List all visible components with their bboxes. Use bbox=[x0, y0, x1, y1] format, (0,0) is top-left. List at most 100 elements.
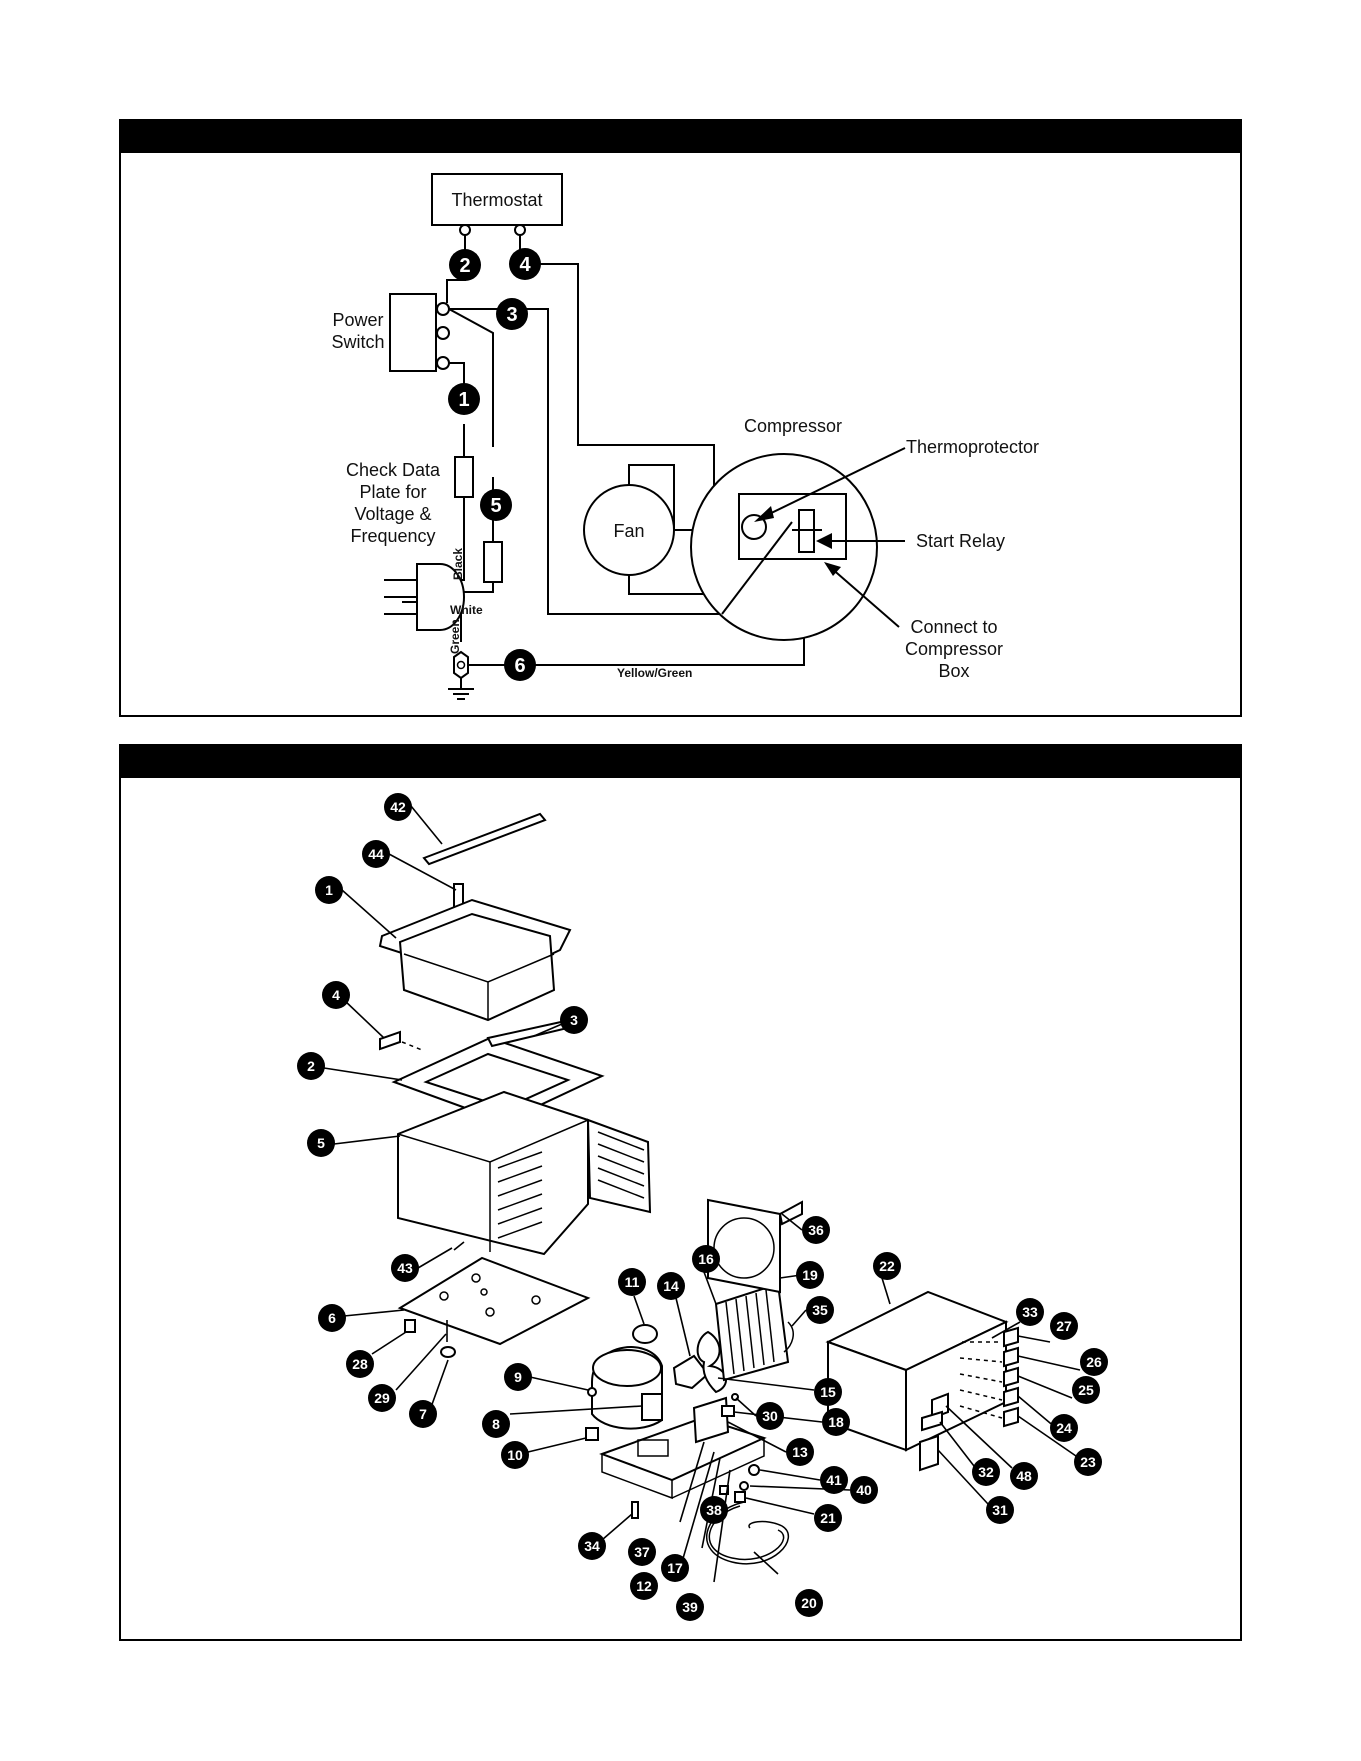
part-35-coil bbox=[783, 1321, 794, 1353]
svg-text:18: 18 bbox=[828, 1414, 844, 1430]
check-data-label-line2: Plate for bbox=[359, 482, 426, 502]
svg-text:42: 42 bbox=[390, 799, 406, 815]
power-plug bbox=[416, 563, 465, 631]
svg-text:5: 5 bbox=[317, 1135, 325, 1151]
svg-text:19: 19 bbox=[802, 1267, 818, 1283]
part-callout-9: 9 bbox=[504, 1363, 532, 1391]
part-callout-2: 2 bbox=[297, 1052, 325, 1080]
part-15-fan-blade bbox=[696, 1330, 727, 1394]
svg-text:30: 30 bbox=[762, 1408, 778, 1424]
part-11-component bbox=[632, 1324, 658, 1344]
part-callout-22: 22 bbox=[873, 1252, 901, 1280]
part-41-grommet bbox=[748, 1464, 760, 1476]
part-12-wire bbox=[681, 1451, 715, 1563]
part-callout-11: 11 bbox=[618, 1268, 646, 1296]
part-callout-24: 24 bbox=[1050, 1414, 1078, 1442]
fan-label: Fan bbox=[613, 521, 644, 541]
part-callout-14: 14 bbox=[657, 1272, 685, 1300]
ground-nut bbox=[453, 650, 469, 680]
part-callout-1: 1 bbox=[315, 876, 343, 904]
part-21-strain-relief bbox=[734, 1491, 746, 1503]
part-37-wire bbox=[679, 1441, 705, 1523]
wiring-diagram-panel: Thermostat Power Switch bbox=[119, 119, 1242, 717]
black-wire-label: Black bbox=[451, 548, 465, 580]
part-callout-15: 15 bbox=[814, 1378, 842, 1406]
part-7-foot bbox=[440, 1346, 456, 1358]
check-data-label-line1: Check Data bbox=[346, 460, 441, 480]
svg-text:7: 7 bbox=[419, 1406, 427, 1422]
part-9-screw bbox=[587, 1387, 597, 1397]
svg-text:4: 4 bbox=[332, 987, 340, 1003]
part-callout-36: 36 bbox=[802, 1216, 830, 1244]
svg-text:12: 12 bbox=[636, 1578, 652, 1594]
svg-text:4: 4 bbox=[519, 254, 531, 276]
thermostat-box bbox=[431, 173, 563, 226]
part-48-label bbox=[931, 1392, 949, 1420]
part-callout-27: 27 bbox=[1050, 1312, 1078, 1340]
svg-text:29: 29 bbox=[374, 1390, 390, 1406]
part-4-tag bbox=[379, 1030, 401, 1051]
svg-text:17: 17 bbox=[667, 1560, 683, 1576]
svg-text:10: 10 bbox=[507, 1447, 523, 1463]
svg-text:33: 33 bbox=[1022, 1304, 1038, 1320]
part-8-relay-box bbox=[641, 1393, 663, 1421]
svg-text:26: 26 bbox=[1086, 1354, 1102, 1370]
part-callout-25: 25 bbox=[1072, 1376, 1100, 1404]
part-5-cabinet bbox=[397, 1090, 589, 1256]
power-switch-box bbox=[389, 293, 437, 372]
wire-callout-6: 6 bbox=[504, 649, 536, 681]
white-wire-label: White bbox=[450, 603, 483, 617]
svg-text:36: 36 bbox=[808, 1222, 824, 1238]
part-callout-44: 44 bbox=[362, 840, 390, 868]
part-callout-3: 3 bbox=[560, 1006, 588, 1034]
part-34-pin bbox=[631, 1501, 639, 1519]
part-39-wire bbox=[713, 1469, 731, 1583]
svg-text:44: 44 bbox=[368, 846, 384, 862]
black-fuse bbox=[454, 456, 474, 498]
part-callout-43: 43 bbox=[391, 1254, 419, 1282]
part-14-fan-motor bbox=[672, 1354, 710, 1390]
white-fuse bbox=[483, 541, 503, 583]
connect-label-line3: Box bbox=[938, 661, 969, 681]
power-switch-label-line2: Switch bbox=[331, 332, 384, 352]
part-callout-4: 4 bbox=[322, 981, 350, 1009]
part-callout-19: 19 bbox=[796, 1261, 824, 1289]
part-28-foot bbox=[404, 1319, 416, 1333]
power-switch-label-line1: Power bbox=[332, 310, 383, 330]
part-callout-23: 23 bbox=[1074, 1448, 1102, 1476]
part-10-grommet bbox=[585, 1427, 599, 1441]
part-callout-7: 7 bbox=[409, 1400, 437, 1428]
wiring-diagram: Thermostat Power Switch bbox=[331, 173, 1039, 700]
part-callout-41: 41 bbox=[820, 1466, 848, 1494]
part-24-label bbox=[1003, 1386, 1019, 1408]
yellow-green-wire-label: Yellow/Green bbox=[617, 666, 692, 680]
svg-text:43: 43 bbox=[397, 1260, 413, 1276]
part-callout-31: 31 bbox=[986, 1496, 1014, 1524]
connect-label-line2: Compressor bbox=[905, 639, 1003, 659]
part-42-top-rail bbox=[422, 812, 547, 866]
wire-callout-5: 5 bbox=[480, 489, 512, 521]
part-18-clip bbox=[721, 1405, 735, 1417]
exploded-panel-header-bar bbox=[121, 746, 1240, 778]
check-data-label-line3: Voltage & bbox=[354, 504, 431, 524]
svg-text:41: 41 bbox=[826, 1472, 842, 1488]
part-callout-37: 37 bbox=[628, 1538, 656, 1566]
part-6-base-plate bbox=[397, 1256, 591, 1346]
svg-text:11: 11 bbox=[625, 1274, 640, 1290]
part-callout-35: 35 bbox=[806, 1296, 834, 1324]
svg-text:38: 38 bbox=[706, 1502, 722, 1518]
svg-text:2: 2 bbox=[459, 255, 470, 277]
svg-text:14: 14 bbox=[663, 1278, 679, 1294]
start-relay-label: Start Relay bbox=[916, 531, 1005, 551]
check-data-label-line4: Frequency bbox=[350, 526, 435, 546]
part-callout-33: 33 bbox=[1016, 1298, 1044, 1326]
part-callout-29: 29 bbox=[368, 1384, 396, 1412]
part-27-label bbox=[1003, 1326, 1019, 1348]
part-callout-17: 17 bbox=[661, 1554, 689, 1582]
part-31-label bbox=[919, 1434, 939, 1472]
part-callout-12: 12 bbox=[630, 1572, 658, 1600]
svg-text:15: 15 bbox=[820, 1384, 836, 1400]
part-20-power-cord bbox=[705, 1501, 789, 1565]
part-callout-42: 42 bbox=[384, 793, 412, 821]
svg-text:21: 21 bbox=[820, 1510, 836, 1526]
